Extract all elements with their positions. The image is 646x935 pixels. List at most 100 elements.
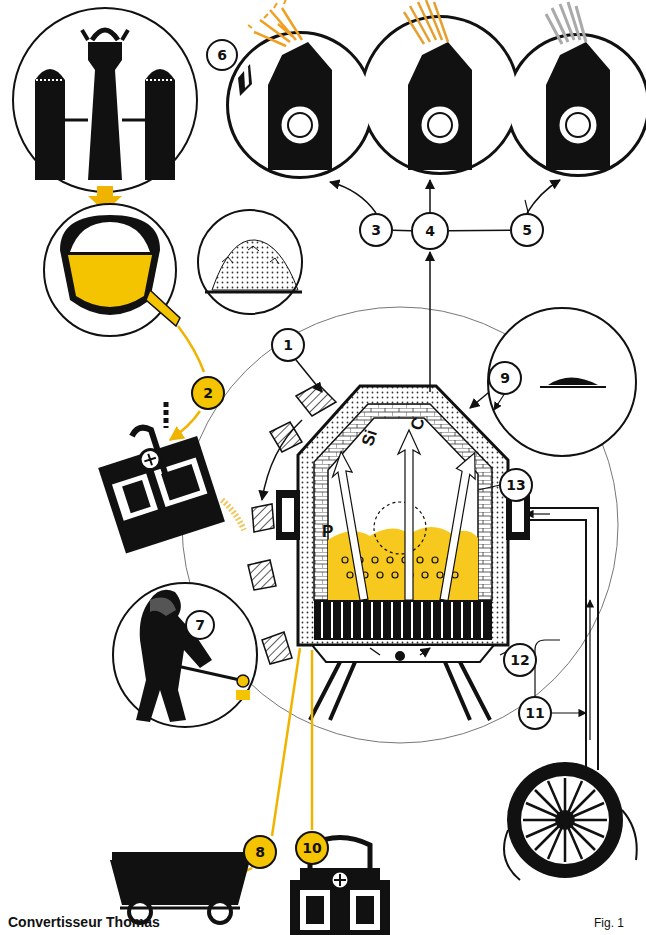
thomas-converter-shape (282, 498, 294, 532)
thomas-converter-shape (322, 602, 482, 638)
charging-ladle (90, 402, 244, 554)
blower-shape (523, 778, 607, 862)
callout-circle: 6 (206, 39, 238, 71)
thomas-converter-shape (438, 451, 479, 602)
small-converters-shape (428, 113, 452, 137)
thomas-converter-shape (314, 600, 492, 640)
pig-iron-ladle-vignette (44, 204, 180, 336)
steel-ladle-shape (306, 896, 374, 924)
small-converters-shape (558, 105, 598, 145)
callout-number: 8 (255, 844, 265, 860)
blow-phase-cloud-shape (362, 17, 518, 173)
callout-number: 2 (203, 385, 213, 401)
small-converters-shape (420, 105, 460, 145)
small-converters-shape (546, 2, 586, 44)
tilting-positions-shape (262, 632, 292, 664)
callout-circle: 8 (243, 835, 277, 869)
blow-phase-cloud-shape (228, 33, 372, 177)
blow-phase-cloud-shape (508, 35, 646, 175)
phase-arrows-shape (429, 180, 431, 212)
blast-furnace-vignette-shape (13, 8, 197, 192)
pig-iron-ladle-vignette-shape (70, 222, 150, 252)
blast-furnace-vignette-shape (35, 69, 65, 180)
callout-circle: 10 (295, 831, 329, 865)
steel-ladle-shape (331, 871, 349, 889)
blow-phase-cloud-shape (229, 34, 371, 176)
phase-arrows-shape (429, 252, 431, 392)
sampling-worker-vignette-shape (236, 690, 250, 700)
callout-number: 13 (506, 477, 525, 493)
charging-ladle-shape (130, 425, 166, 483)
sampling-worker-vignette-shape (150, 598, 176, 616)
callout-circle: 2 (191, 376, 225, 410)
callout-circle: 4 (411, 212, 449, 250)
thomas-converter-shape (398, 430, 420, 600)
lime-addition-vignette-shape (548, 378, 598, 386)
callout-circle: 11 (518, 696, 552, 730)
small-converters (248, 0, 610, 170)
thomas-converter-shape (310, 662, 490, 720)
callout-circle: 7 (185, 610, 215, 640)
tilting-positions-shape (296, 384, 336, 416)
charging-ladle-shape (164, 402, 169, 428)
air-pipe-shape (589, 600, 590, 740)
phase-arrows-shape (527, 180, 560, 213)
blower (504, 762, 637, 880)
lime-pile-vignette-shape (222, 246, 279, 264)
small-converters-shape (288, 113, 312, 137)
callout-number: 9 (500, 370, 510, 386)
tilting-positions-shape (248, 560, 276, 590)
blast-furnace-vignette-shape (65, 119, 145, 122)
connector-line (393, 230, 411, 232)
steel-ladle-shape (300, 890, 380, 930)
tilt-arrows-shape (262, 420, 302, 500)
thomas-converter-shape (329, 450, 370, 601)
callout-number: 11 (525, 705, 544, 721)
leader-lines-shape (478, 485, 500, 490)
callout-number: 4 (425, 223, 435, 239)
thomas-converter-shape (422, 572, 428, 578)
callout-circle: 9 (488, 361, 522, 395)
blower-shape (507, 762, 623, 878)
callout-circle: 13 (499, 468, 533, 502)
tap-streams-shape (272, 648, 300, 836)
charging-ladle-shape (138, 447, 163, 472)
lime-pile-vignette-shape (205, 291, 302, 294)
small-converters-shape (408, 42, 472, 170)
charging-ladle-shape (122, 464, 200, 513)
blow-phase-cloud-shape (363, 18, 517, 172)
leader-lines-shape (535, 640, 560, 696)
blow-phase-cloud-shape (509, 36, 646, 174)
element-symbol: P (322, 522, 333, 542)
blower-shape (504, 810, 637, 880)
thomas-converter-shape (437, 572, 443, 578)
sampling-worker-vignette-shape (237, 675, 249, 687)
callout-circle: 5 (510, 213, 544, 247)
charging-ladle-shape (143, 452, 158, 467)
callout-circle: 3 (359, 213, 393, 247)
thomas-converter-shape (298, 386, 508, 645)
thomas-converter-shape (372, 557, 378, 563)
charging-ladle-shape (112, 457, 207, 520)
lime-addition-vignette-shape (540, 386, 606, 388)
air-pipe-shape (526, 513, 550, 514)
blast-furnace-vignette-shape (88, 42, 122, 180)
figure-caption: Convertisseur Thomas (8, 914, 160, 930)
leader-lines (478, 200, 586, 713)
pour-lines-shape (178, 326, 204, 372)
blower-shape (555, 810, 575, 830)
figure-number: Fig. 1 (594, 916, 624, 930)
thomas-converter-shape (512, 498, 524, 532)
slag-wagon-shape (112, 852, 248, 860)
callout-number: 7 (195, 617, 205, 633)
thomas-converter-shape (374, 502, 426, 554)
lime-addition-vignette-shape (488, 308, 636, 456)
observation-glass (238, 64, 252, 96)
leader-lines-shape (552, 712, 586, 713)
thomas-converter-shape (347, 572, 353, 578)
connector-line (449, 229, 510, 231)
callout-number: 1 (283, 337, 293, 353)
blast-furnace-vignette-shape (92, 30, 118, 40)
pig-iron-ladle-vignette-shape (68, 255, 152, 307)
